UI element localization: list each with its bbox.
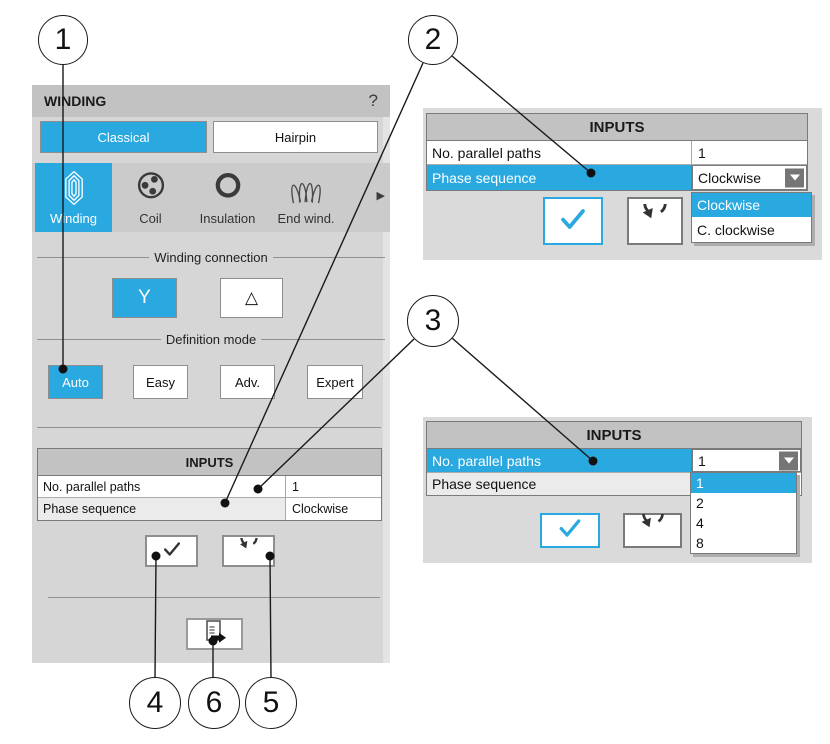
row-label: Phase sequence: [432, 476, 537, 492]
row-label: No. parallel paths: [432, 452, 541, 469]
refresh-icon: [640, 191, 670, 239]
reset-button[interactable]: [623, 502, 682, 548]
chevron-down-icon[interactable]: [785, 168, 804, 187]
confirm-button[interactable]: [145, 535, 198, 567]
dropdown-option-1[interactable]: 1: [691, 473, 796, 493]
tab-insulation-label: Insulation: [199, 211, 256, 226]
section-definition-mode: Definition mode: [37, 329, 385, 349]
tab-insulation[interactable]: Insulation: [189, 163, 266, 232]
divider: [48, 597, 380, 598]
refresh-icon: [639, 502, 667, 547]
phase-sequence-select[interactable]: Clockwise: [692, 165, 807, 190]
nav-more-arrow-icon[interactable]: ▶: [376, 190, 385, 202]
inputs-table: INPUTS No. parallel paths 1 Phase sequen…: [426, 113, 808, 191]
confirm-button[interactable]: [543, 197, 603, 245]
row-value-cell: Clockwise: [691, 165, 807, 190]
check-icon: [556, 203, 590, 240]
inputs-table-header: INPUTS: [427, 114, 807, 141]
divider: [37, 427, 381, 428]
inputs-table-header: INPUTS: [427, 422, 801, 449]
inputs-table-header: INPUTS: [38, 449, 381, 476]
mode-expert-button[interactable]: Expert: [307, 365, 363, 399]
refresh-icon: [238, 528, 260, 565]
section-winding-connection-label: Winding connection: [154, 249, 268, 265]
tab-hairpin[interactable]: Hairpin: [213, 121, 378, 153]
callout-3: 3: [407, 295, 459, 347]
row-parallel-paths[interactable]: No. parallel paths 1: [427, 141, 807, 165]
parallel-paths-panel: INPUTS No. parallel paths 1 Phase sequen…: [423, 417, 812, 563]
reset-button[interactable]: [627, 191, 683, 245]
row-parallel-paths[interactable]: No. parallel paths 1: [38, 476, 381, 498]
selected-option: 1: [698, 452, 706, 469]
tab-coil[interactable]: Coil: [112, 163, 189, 232]
tab-winding[interactable]: Winding: [35, 163, 112, 232]
check-icon: [554, 514, 586, 547]
callout-1: 1: [38, 15, 88, 65]
selected-option: Clockwise: [698, 169, 762, 186]
tab-end-winding[interactable]: End wind.: [266, 163, 346, 232]
row-value[interactable]: Clockwise: [285, 498, 381, 520]
export-report-icon: [199, 619, 231, 650]
phase-sequence-panel: INPUTS No. parallel paths 1 Phase sequen…: [423, 108, 822, 260]
tab-winding-label: Winding: [50, 211, 97, 226]
dropdown-option-4[interactable]: 4: [696, 515, 704, 531]
row-label: No. parallel paths: [43, 479, 141, 494]
insulation-icon: [211, 170, 245, 209]
callout-2: 2: [408, 15, 458, 65]
row-value[interactable]: 1: [285, 476, 381, 497]
row-phase-sequence[interactable]: Phase sequence Clockwise: [38, 498, 381, 520]
phase-sequence-dropdown: Clockwise C. clockwise: [691, 192, 812, 243]
chevron-down-icon[interactable]: [779, 451, 798, 470]
callout-5: 5: [245, 677, 297, 729]
delta-connection-button[interactable]: △: [220, 278, 283, 318]
parallel-paths-dropdown: 1 2 4 8: [690, 472, 797, 554]
dropdown-option-2[interactable]: 2: [696, 495, 704, 511]
row-phase-sequence[interactable]: Phase sequence Clockwise: [427, 165, 807, 190]
callout-6: 6: [188, 677, 240, 729]
dropdown-option-clockwise[interactable]: Clockwise: [692, 193, 811, 217]
row-value-cell: 1: [691, 449, 801, 472]
export-button[interactable]: [186, 618, 243, 650]
row-parallel-paths[interactable]: No. parallel paths 1: [427, 449, 801, 473]
tab-coil-label: Coil: [139, 211, 162, 226]
inputs-table: INPUTS No. parallel paths 1 Phase sequen…: [37, 448, 382, 521]
callout-4: 4: [129, 677, 181, 729]
dropdown-option-counter-clockwise[interactable]: C. clockwise: [697, 221, 775, 238]
help-icon[interactable]: ?: [368, 91, 378, 110]
row-label: No. parallel paths: [432, 144, 541, 161]
coil-icon: [134, 170, 168, 209]
star-connection-button[interactable]: Y: [112, 278, 177, 318]
dropdown-option-8[interactable]: 8: [696, 535, 704, 551]
mode-adv-button[interactable]: Adv.: [220, 365, 275, 399]
row-value[interactable]: 1: [691, 141, 807, 164]
winding-panel: WINDING ? Classical Hairpin Winding: [32, 85, 390, 663]
reset-button[interactable]: [222, 528, 275, 567]
mode-easy-button[interactable]: Easy: [133, 365, 188, 399]
mode-auto-button[interactable]: Auto: [48, 365, 103, 399]
panel-title: WINDING: [44, 93, 107, 109]
row-label: Phase sequence: [432, 169, 537, 186]
tab-end-winding-label: End wind.: [277, 211, 335, 226]
parallel-paths-select[interactable]: 1: [692, 449, 801, 472]
check-icon: [160, 538, 184, 565]
confirm-button[interactable]: [540, 513, 600, 548]
tab-classical[interactable]: Classical: [40, 121, 207, 153]
nav-icon-row: Winding Coil: [32, 163, 390, 232]
row-label: Phase sequence: [43, 502, 137, 516]
section-definition-mode-label: Definition mode: [165, 331, 257, 347]
winding-panel-titlebar: WINDING ?: [32, 85, 390, 117]
winding-icon: [58, 170, 90, 211]
section-winding-connection: Winding connection: [37, 247, 385, 267]
end-winding-icon: [286, 170, 326, 211]
